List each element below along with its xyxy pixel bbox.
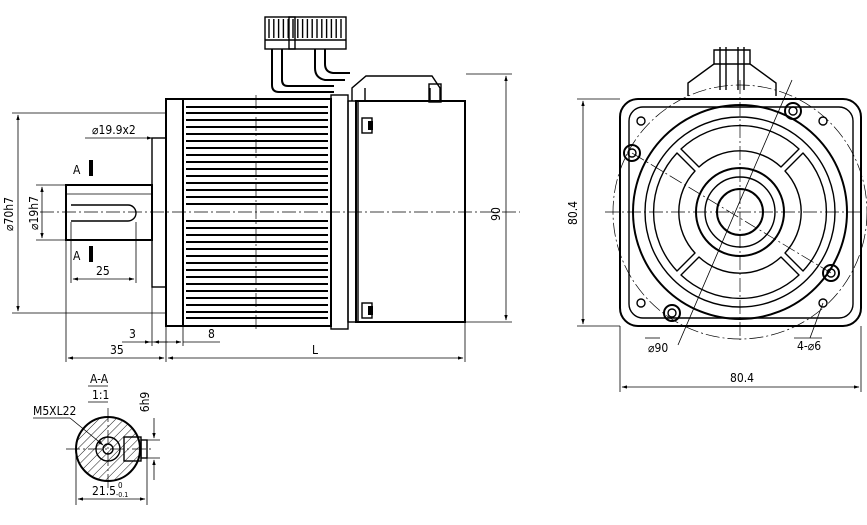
bolt-circle-label: ⌀90 xyxy=(648,341,668,355)
depth-label: 21.5 xyxy=(92,484,116,498)
section-mark-bottom: A xyxy=(73,249,81,263)
mounting-holes-label: 4-⌀6 xyxy=(797,339,821,353)
cooling-fins xyxy=(186,106,328,319)
mounting-holes xyxy=(623,102,840,322)
section-scale: 1:1 xyxy=(92,388,109,402)
depth-upper-tol: 0 xyxy=(118,481,123,490)
square-flange xyxy=(619,98,862,327)
flange-height-label: 80.4 xyxy=(566,201,580,225)
shaft-fit-label: ⌀19h7 xyxy=(27,196,41,230)
side-view: 90 ⌀70h7 ⌀19h7 ⌀19.9x2 A A 25 3 8 xyxy=(2,16,520,362)
front-flange xyxy=(165,98,184,327)
front-view: ⌀90 4-⌀6 80.4 80.4 xyxy=(566,47,867,392)
key-slot-label: 6h9 xyxy=(138,392,152,413)
section-view: A-A 1:1 M5XL22 6h9 21.5 0 -0.1 xyxy=(33,372,160,505)
shaft xyxy=(65,184,153,241)
cable-connectors xyxy=(264,16,350,93)
ring-slots xyxy=(652,124,828,300)
height-label: 90 xyxy=(489,207,503,221)
depth-lower-tol: -0.1 xyxy=(116,491,128,499)
key-length-label: 25 xyxy=(96,264,110,278)
flange-width-label: 80.4 xyxy=(730,371,754,385)
body-length-label: L xyxy=(312,343,318,357)
pilot-offset-label: 8 xyxy=(208,327,215,341)
flange-pilot xyxy=(151,137,167,288)
section-title: A-A xyxy=(90,372,109,386)
key-width-label: ⌀19.9x2 xyxy=(92,123,136,137)
thread-label: M5XL22 xyxy=(33,404,76,418)
shaft-length-label: 35 xyxy=(110,343,124,357)
rear-cover xyxy=(355,100,466,323)
flange-pilot-label: ⌀70h7 xyxy=(2,197,16,231)
connector-ribs xyxy=(268,19,342,38)
flange-thickness-label: 3 xyxy=(129,327,136,341)
section-mark-top: A xyxy=(73,163,81,177)
